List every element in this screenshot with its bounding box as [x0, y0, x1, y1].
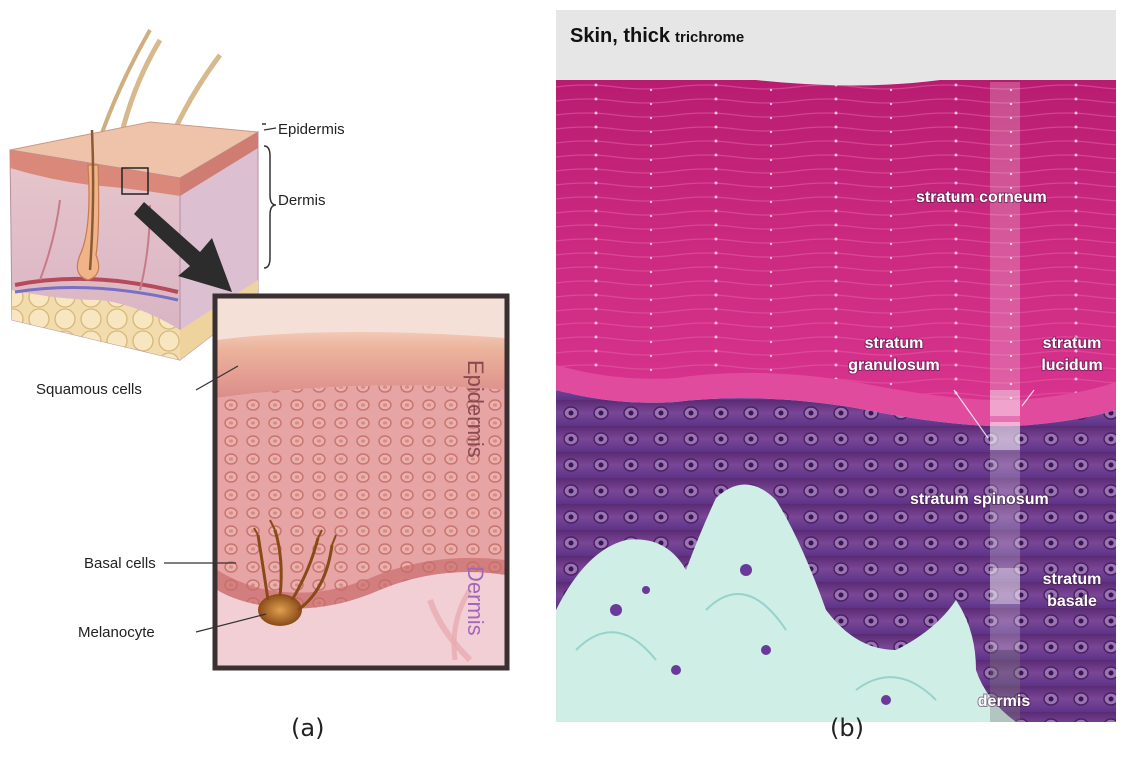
label-dermis-inset: Dermis [463, 566, 488, 636]
label-basal-cells: Basal cells [84, 555, 156, 572]
label-stratum-spinosum: stratum spinosum [910, 491, 1049, 508]
label-dermis-outer: Dermis [278, 192, 326, 209]
label-stratum-granulosum-line1: stratum [865, 335, 924, 352]
label-stratum-granulosum-line2: granulosum [848, 357, 940, 374]
caption-a: (a) [291, 714, 324, 742]
skin-illustration: Epidermis Dermis Epider [0, 0, 560, 710]
label-stratum-basale-line2: basale [1047, 593, 1097, 610]
label-stratum-basale-line1: stratum [1043, 571, 1102, 588]
caption-b: (b) [830, 714, 864, 742]
label-stratum-lucidum-line1: stratum [1043, 335, 1102, 352]
label-epidermis-inset: Epidermis [463, 360, 488, 458]
dermis-bracket [264, 146, 276, 268]
label-dermis-micro: dermis [978, 693, 1031, 710]
histology-title-main: Skin, thick [570, 25, 671, 47]
label-melanocyte: Melanocyte [78, 624, 155, 641]
label-squamous-cells: Squamous cells [36, 381, 142, 398]
label-epidermis-outer: Epidermis [278, 121, 345, 138]
label-stratum-corneum: stratum corneum [916, 189, 1047, 206]
panel-a-skin-diagram: Epidermis Dermis Epider [0, 0, 560, 774]
histology-title-sub: trichrome [675, 29, 744, 46]
melanocyte-cell [258, 594, 302, 626]
label-stratum-lucidum-line2: lucidum [1041, 357, 1102, 374]
